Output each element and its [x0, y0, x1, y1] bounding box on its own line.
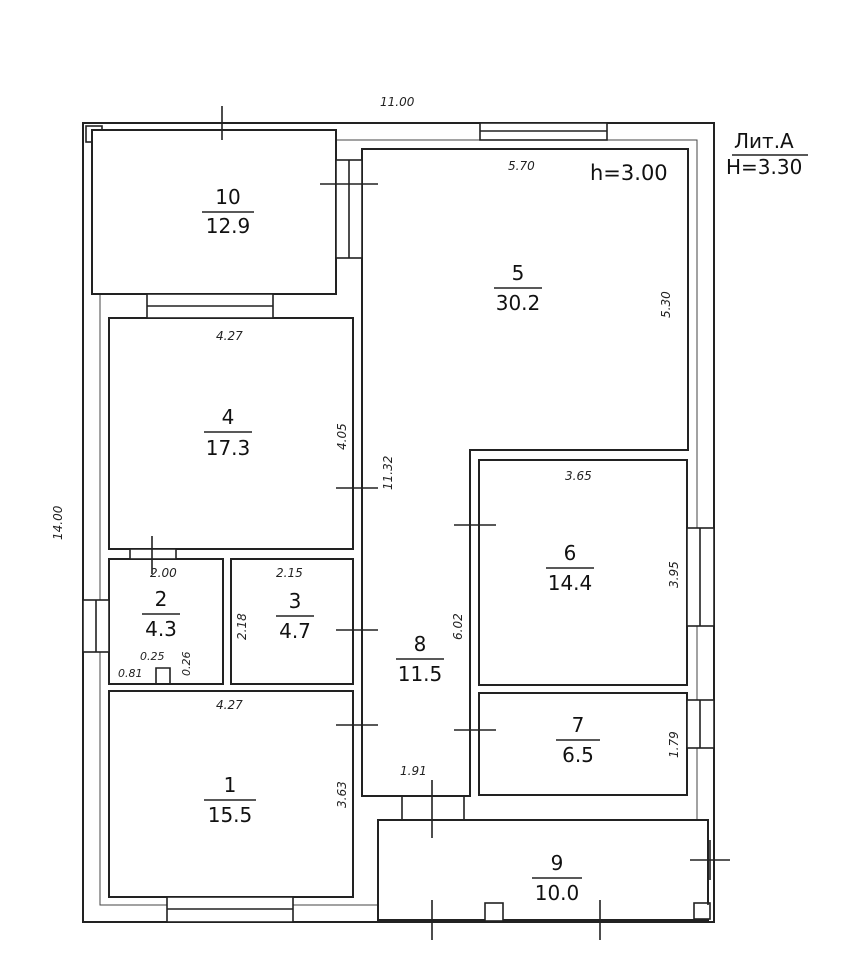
room-5-outline: [361, 148, 689, 797]
room-number: 6: [564, 541, 577, 565]
room-1-outline: [108, 690, 354, 898]
room-label-10: 10 12.9: [202, 185, 254, 238]
room-area: 4.7: [279, 619, 311, 643]
room-area: 4.3: [145, 617, 177, 641]
room-number: 4: [222, 405, 235, 429]
lit-label: Лит.А: [734, 129, 794, 153]
room-7-outline: [478, 692, 688, 796]
opening-room2-4: [129, 548, 177, 560]
dim-room2-niche-c: 0.81: [118, 667, 143, 680]
height-label: H=3.30: [726, 155, 802, 179]
room-label-2: 2 4.3: [142, 587, 180, 641]
room-area: 14.4: [548, 571, 593, 595]
outer-wall: [82, 122, 715, 923]
room-number: 10: [215, 185, 240, 209]
room-label-1: 1 15.5: [204, 773, 256, 827]
dim-room6-width: 3.65: [565, 469, 592, 483]
porch-post-left: [484, 902, 504, 922]
dim-room4-width: 4.27: [216, 329, 243, 343]
room5-ceiling-label: h=3.00: [590, 161, 668, 185]
porch-post-right: [693, 902, 711, 920]
dim-corridor-length: 11.32: [381, 456, 395, 490]
dim-room2-niche-b: 0.26: [180, 652, 193, 677]
entrance-step: [401, 795, 465, 821]
dim-room8-bottom: 1.91: [400, 764, 427, 778]
dim-room1-depth: 3.63: [335, 781, 349, 808]
dim-room7-depth: 1.79: [667, 731, 681, 758]
room-label-8: 8 11.5: [396, 632, 444, 686]
dim-room2-niche-a: 0.25: [140, 650, 165, 663]
dim-room3-depth: 2.18: [235, 613, 249, 640]
room-number: 8: [414, 632, 427, 656]
room-number: 2: [155, 587, 168, 611]
room-area: 17.3: [206, 436, 251, 460]
room-label-9: 9 10.0: [532, 851, 582, 905]
dim-room4-depth: 4.05: [335, 423, 349, 450]
room-6-outline: [478, 459, 688, 686]
room-label-7: 7 6.5: [556, 713, 600, 767]
room-number: 5: [512, 261, 525, 285]
dim-room3-width: 2.15: [276, 566, 303, 580]
room-9-outline: [377, 819, 709, 921]
room-area: 12.9: [206, 214, 251, 238]
room-4-outline: [108, 317, 354, 550]
dim-room5-width: 5.70: [508, 159, 535, 173]
dim-overall-width: 11.00: [380, 95, 415, 109]
room-area: 30.2: [496, 291, 541, 315]
room-number: 1: [224, 773, 237, 797]
dim-room6-depth: 3.95: [667, 561, 681, 588]
room-2-niche: [155, 667, 171, 684]
room-label-5: 5 30.2: [494, 261, 542, 315]
dim-room5-depth: 5.30: [659, 291, 673, 318]
room-label-4: 4 17.3: [204, 405, 252, 460]
room-area: 6.5: [562, 743, 594, 767]
dim-room8-width: 6.02: [451, 613, 465, 640]
room-label-3: 3 4.7: [276, 589, 314, 643]
room-area: 11.5: [398, 662, 443, 686]
room-area: 15.5: [208, 803, 253, 827]
room-area: 10.0: [535, 881, 580, 905]
room-number: 3: [289, 589, 302, 613]
dim-room2-width: 2.00: [150, 566, 177, 580]
room-number: 7: [572, 713, 585, 737]
dim-room1-width: 4.27: [216, 698, 243, 712]
dim-overall-depth: 14.00: [51, 505, 65, 540]
room-number: 9: [551, 851, 564, 875]
room-label-6: 6 14.4: [546, 541, 594, 595]
